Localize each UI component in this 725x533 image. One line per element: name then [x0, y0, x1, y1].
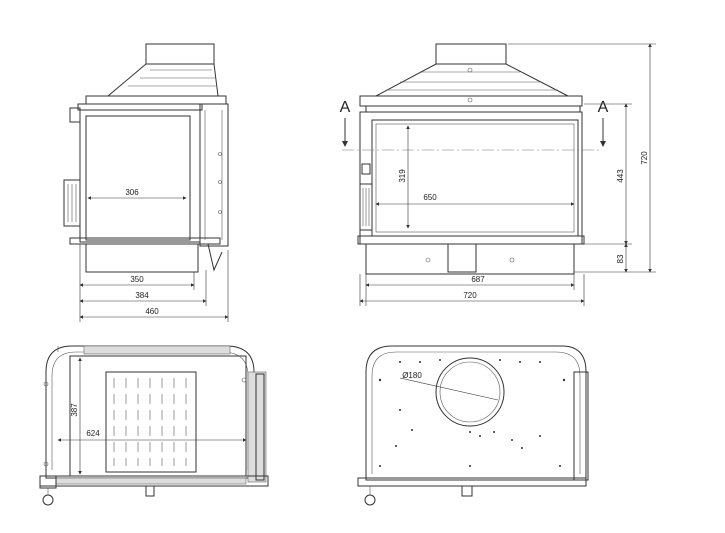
flue-diameter-label: Ø180: [402, 371, 422, 380]
side-view: 306 350 384 460: [63, 43, 229, 322]
dim-384-label: 384: [135, 291, 149, 300]
dim-720-horizontal-label: 720: [463, 291, 477, 300]
dim-306-label: 306: [125, 188, 139, 197]
dim-350-label: 350: [130, 275, 144, 284]
rivets: [378, 359, 566, 467]
dim-387-label: 387: [70, 403, 79, 417]
grate-slots: [113, 378, 187, 466]
section-mark-left: A: [340, 99, 351, 116]
dim-650-label: 650: [423, 193, 437, 202]
dim-624-label: 624: [86, 429, 100, 438]
dim-319-label: 319: [398, 169, 407, 183]
dim-720-vertical-label: 720: [640, 151, 649, 165]
dim-460-label: 460: [145, 307, 159, 316]
dim-83-label: 83: [616, 254, 625, 263]
front-view: A A 319 650 443 83 720 687 720: [340, 43, 656, 306]
dim-687-label: 687: [471, 275, 485, 284]
flue-outlet: [435, 357, 505, 427]
dim-443-label: 443: [616, 169, 625, 183]
top-view: Ø180: [357, 345, 589, 506]
plan-view: 387 624: [39, 345, 269, 506]
section-mark-right: A: [598, 99, 609, 116]
